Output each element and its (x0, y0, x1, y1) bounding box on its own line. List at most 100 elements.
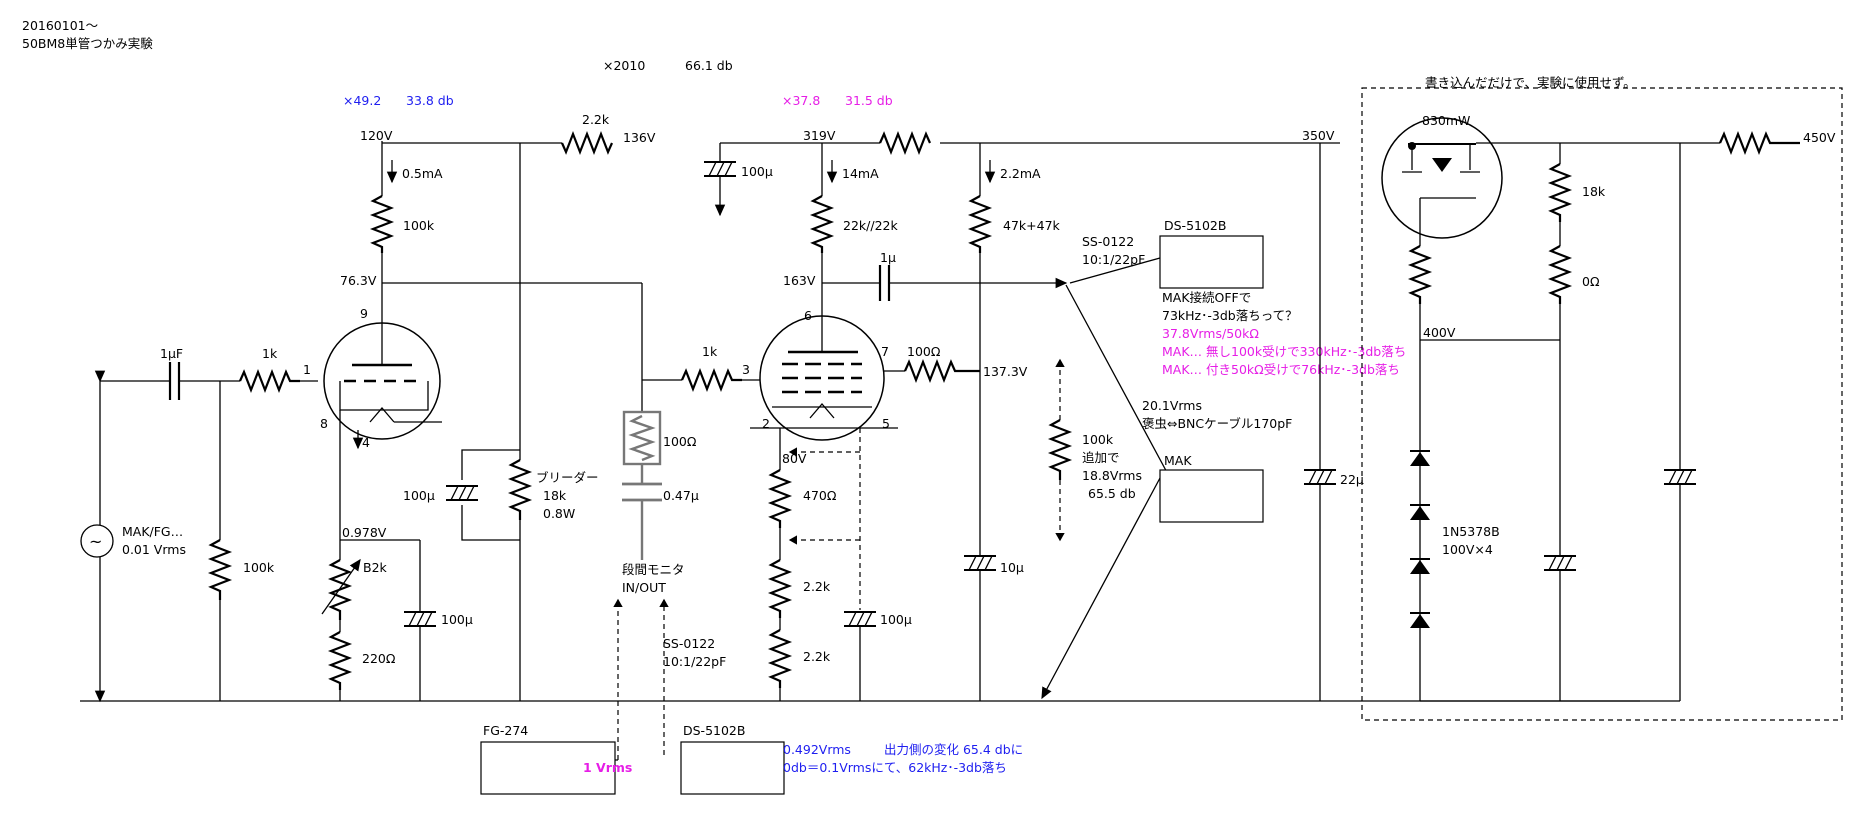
tube2-pentode (750, 315, 898, 441)
cathode-resistor-220 (327, 631, 353, 690)
b-plus-capacitor-label: 100μ (741, 164, 773, 179)
stage1-gain-factor: ×49.2 (343, 93, 381, 108)
zener-count: 100V×4 (1442, 542, 1493, 557)
input-resistor-100k (207, 539, 233, 600)
svg-text:~: ~ (89, 532, 102, 551)
voltage-400: 400V (1423, 325, 1456, 340)
monitor-probe: SS-0122 (663, 636, 715, 651)
voltage-120: 120V (360, 128, 393, 143)
bottom-note-value: 0.492Vrms (783, 742, 851, 757)
load-note-db: 65.5 db (1088, 486, 1136, 501)
probe-out-name: SS-0122 (1082, 234, 1134, 249)
filter-capacitor-22u (1304, 469, 1336, 485)
voltage-136: 136V (623, 130, 656, 145)
mosfet-power: 830mW (1422, 113, 1470, 128)
bleeder-capacitor-label: 100μ (403, 488, 435, 503)
screen-resistor-100-label: 100Ω (907, 344, 941, 359)
ps-capacitor-out (1664, 469, 1696, 485)
ps-capacitor-mid (1544, 555, 1576, 571)
note-73khz: 73kHz･-3db落ちって？ (1162, 308, 1298, 323)
cathode1-capacitor-100u (404, 611, 436, 627)
header-title: 50BM8単管つかみ実験 (22, 36, 153, 51)
cable-note-c: 褒虫⇔BNCケーブル170pF (1142, 416, 1292, 431)
ps-input-resistor (1718, 130, 1800, 156)
cathode1-capacitor-label: 100μ (441, 612, 473, 627)
source-level: 0.01 Vrms (122, 542, 186, 557)
bleeder-power: 0.8W (543, 506, 575, 521)
voltage-80: 80V (782, 451, 807, 466)
voltage-0-978: 0.978V (342, 525, 387, 540)
current-14ma: 14mA (842, 166, 879, 181)
bottom-note-line2: 0db＝0.1Vrmsにて、62kHz･-3db落ち (783, 760, 1007, 775)
signal-source: ~ (80, 370, 160, 703)
t1-pin-plate: 9 (360, 306, 368, 321)
screen-resistor-100 (903, 358, 980, 384)
zener-diode-stack (1410, 450, 1430, 628)
power-supply-frame (1361, 87, 1843, 721)
ps-resistor-0-label: 0Ω (1582, 274, 1600, 289)
power-note: 書き込んだだけで、実験に使用せず。 (1425, 75, 1636, 90)
voltage-350: 350V (1302, 128, 1335, 143)
bleeder-resistance: 18k (543, 488, 567, 503)
probe-out-spec: 10:1/22pF (1082, 252, 1145, 267)
current-2-2ma: 2.2mA (1000, 166, 1041, 181)
monitor-probe-spec: 10:1/22pF (663, 654, 726, 669)
filter-capacitor-label: 22μ (1340, 472, 1364, 487)
bleeder-capacitor-100u (446, 485, 478, 501)
bleeder-resistor-18k (507, 459, 533, 520)
ps-resistor-0 (1547, 245, 1573, 304)
total-gain-db: 66.1 db (685, 58, 733, 73)
current-0-5ma: 0.5mA (402, 166, 443, 181)
grid-stopper-1k-label: 1k (702, 344, 718, 359)
load-note-add: 追加で (1082, 450, 1120, 465)
cathode-vr-b2k (327, 559, 353, 620)
zener-part: 1N5378B (1442, 524, 1500, 539)
note-37-8vrms: 37.8Vrms/50kΩ (1162, 326, 1259, 341)
cathode-resistor-2-2k-b-label: 2.2k (803, 649, 831, 664)
mak-box (1159, 469, 1264, 523)
decoupling-resistor (878, 130, 932, 156)
t2-pin-screen: 7 (881, 344, 889, 359)
screen-bleeder-label: 47k+47k (1003, 218, 1061, 233)
plate-resistor-100k-label: 100k (403, 218, 435, 233)
cathode-resistor-470-label: 470Ω (803, 488, 837, 503)
t1-pin-cathode: 8 (320, 416, 328, 431)
voltage-163: 163V (783, 273, 816, 288)
voltage-450: 450V (1803, 130, 1836, 145)
monitor-io: IN/OUT (622, 580, 666, 595)
t2-pin-plate: 6 (804, 308, 812, 323)
monitor-capacitor-0-47 (622, 482, 662, 502)
load-note-v: 18.8Vrms (1082, 468, 1142, 483)
screen-capacitor-label: 10μ (1000, 560, 1024, 575)
bleeder-label: ブリーダー (536, 470, 599, 485)
load-note-r: 100k (1082, 432, 1114, 447)
output-capacitor-1u (878, 265, 891, 301)
input-capacitor-label: 1μF (160, 346, 183, 361)
note-mak-with: MAK… 付き50kΩ受けで76kHz･-3db落ち (1162, 362, 1400, 377)
screen-capacitor-10u (964, 555, 996, 571)
output-capacitor-label: 1μ (880, 250, 896, 265)
t2-pin-heater1: 2 (762, 416, 770, 431)
stage1-gain-db: 33.8 db (406, 93, 454, 108)
ds-5102b-top-box (1159, 235, 1264, 289)
mosfet-regulator (1381, 117, 1503, 239)
ps-resistor-18k (1547, 163, 1573, 222)
plate-resistor-22k-label: 22k//22k (843, 218, 898, 233)
tube1-triode (323, 322, 442, 440)
monitor-resistor-100 (622, 410, 662, 466)
voltage-319: 319V (803, 128, 836, 143)
supply-resistor-2-2k (560, 130, 614, 156)
ps-resistor-18k-label: 18k (1582, 184, 1606, 199)
stage2-gain-db: 31.5 db (845, 93, 893, 108)
total-gain-factor: ×2010 (603, 58, 645, 73)
monitor-label: 段間モニタ (622, 562, 685, 577)
header-date: 20160101～ (22, 18, 98, 33)
mak-name: MAK (1164, 453, 1192, 468)
plate-resistor-22k (809, 195, 835, 253)
note-mak-off: MAK接続OFFで (1162, 290, 1251, 305)
input-resistor-100k-label: 100k (243, 560, 275, 575)
b-plus-capacitor-100u (704, 161, 736, 177)
optional-load-100k (1047, 419, 1073, 480)
fg-name: FG-274 (483, 723, 528, 738)
voltage-76-3: 76.3V (340, 273, 377, 288)
